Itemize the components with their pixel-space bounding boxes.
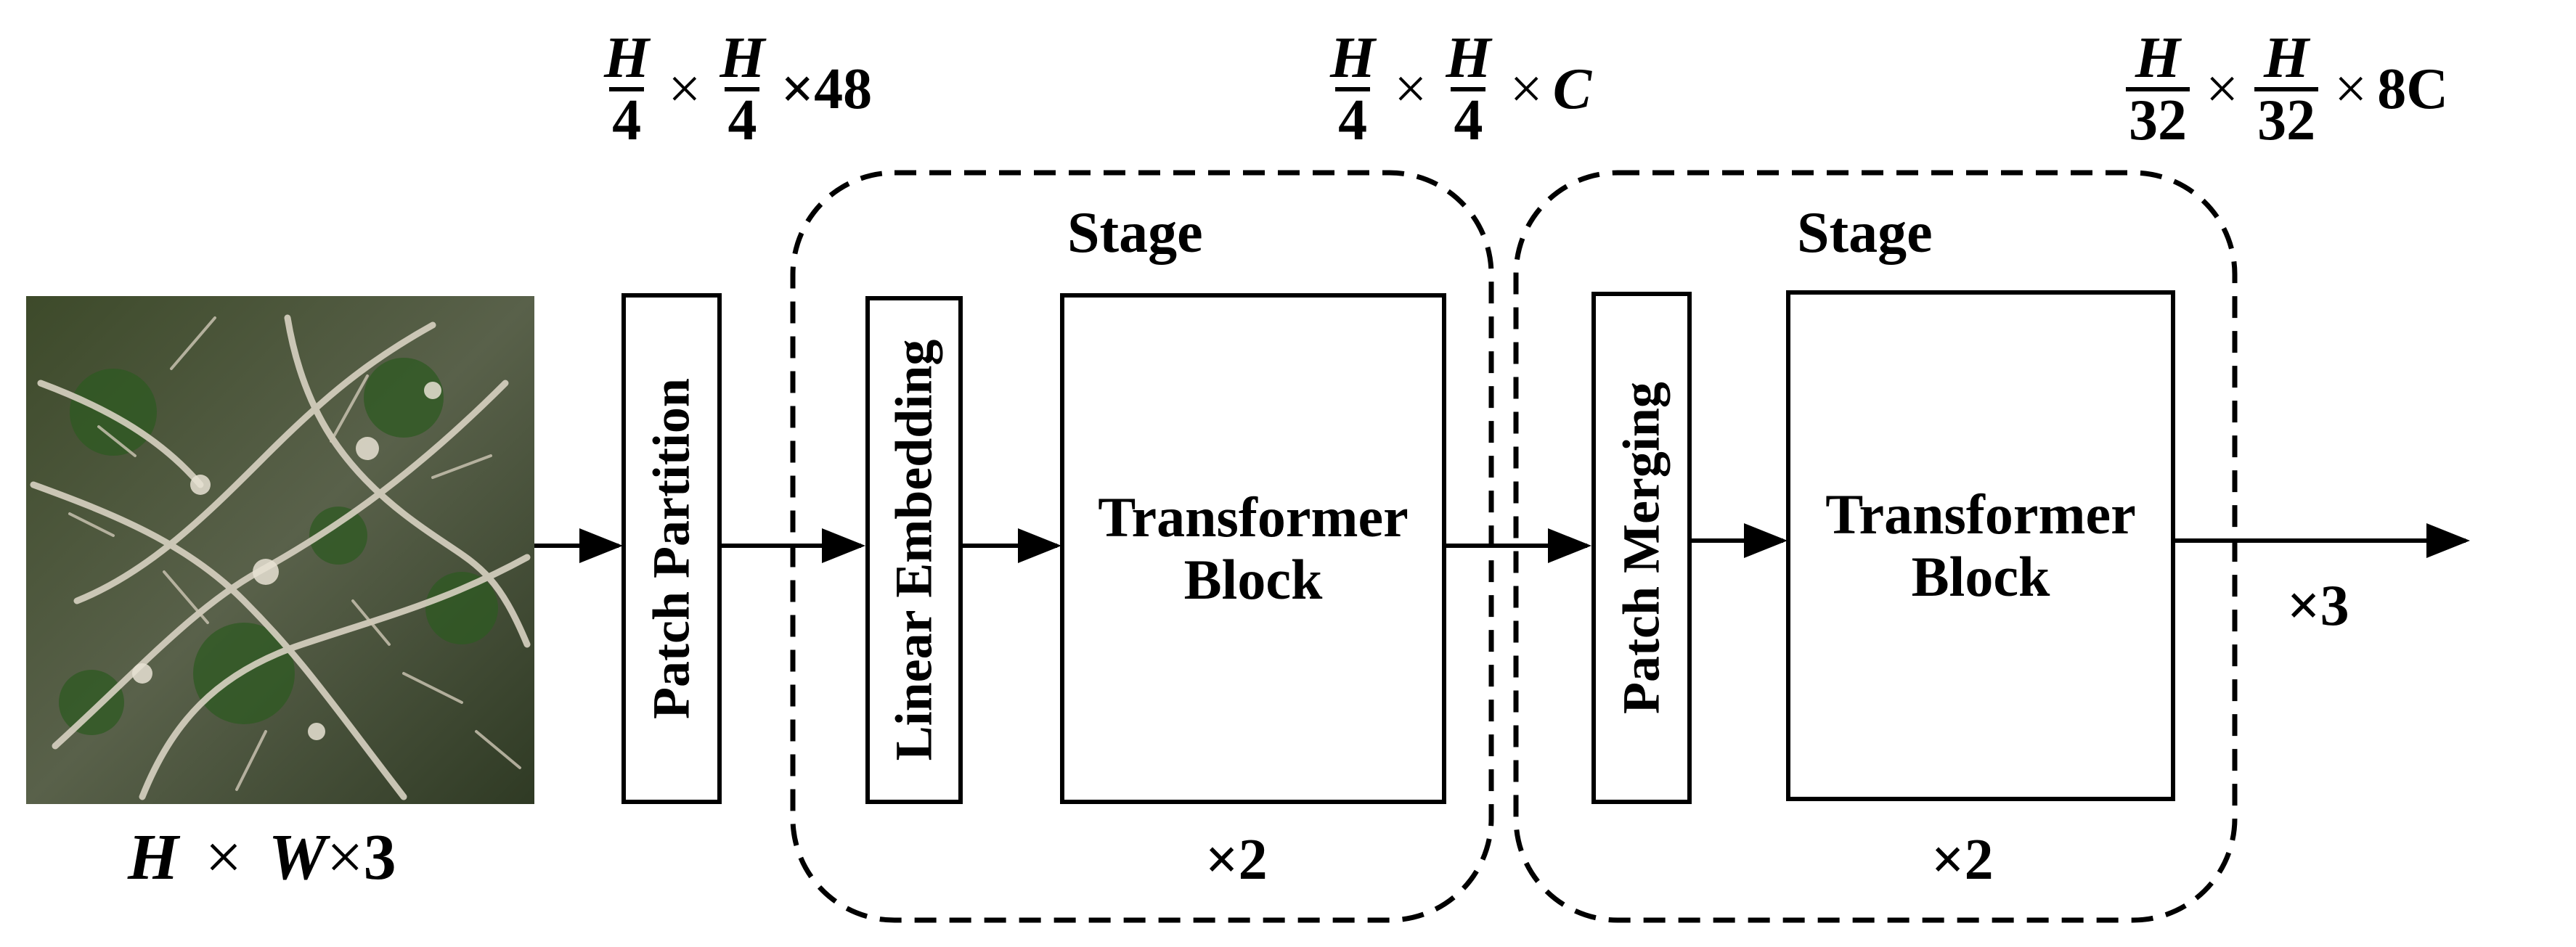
dim-channels: 3 xyxy=(363,821,396,893)
stage-1-title: Stage xyxy=(1067,201,1203,265)
fraction: H 4 xyxy=(604,26,650,152)
linear-embedding-block: Linear Embedding xyxy=(865,296,963,804)
patch-merging-block: Patch Merging xyxy=(1591,292,1692,804)
patch-merging-label: Patch Merging xyxy=(1612,382,1671,714)
stage-2-boundary xyxy=(1513,170,2238,923)
transformer-label-line2: Block xyxy=(1183,548,1323,611)
fraction: H 32 xyxy=(2126,29,2190,149)
input-dimensions: H × W×3 xyxy=(128,820,396,895)
channels-c: C xyxy=(1552,57,1592,121)
transformer-block-2: Transformer Block xyxy=(1786,290,2175,801)
patch-partition-label: Patch Partition xyxy=(642,378,701,719)
dim-h: H xyxy=(128,821,179,893)
dim-w: W xyxy=(268,821,327,893)
stage-1-repeat: ×2 xyxy=(1205,828,1268,892)
fraction: H 4 xyxy=(1446,26,1491,152)
output-repeat: ×3 xyxy=(2287,574,2349,638)
patch-partition-block: Patch Partition xyxy=(621,293,722,804)
dimension-after-partition: H 4 × H 4 ×48 xyxy=(595,29,872,149)
transformer-label-line2: Block xyxy=(1911,545,2050,608)
dim-times: × xyxy=(205,821,242,893)
dimension-after-stage-2: H 32 × H 32 × 8C xyxy=(2120,29,2448,149)
dimension-tail: ×48 xyxy=(780,57,873,121)
fraction: H 4 xyxy=(1330,26,1376,152)
input-image xyxy=(26,296,534,804)
dimension-tail: 8C xyxy=(2377,57,2449,121)
transformer-block-1: Transformer Block xyxy=(1060,293,1446,804)
stage-2-title: Stage xyxy=(1797,201,1933,265)
stage-2-repeat: ×2 xyxy=(1931,828,1994,892)
fraction: H 32 xyxy=(2254,29,2319,149)
linear-embedding-label: Linear Embedding xyxy=(884,339,943,761)
transformer-block-2-label: Transformer Block xyxy=(1790,483,2171,608)
dim-times: × xyxy=(326,821,364,893)
dimension-after-stage-1: H 4 × H 4 × C xyxy=(1321,29,1591,149)
transformer-block-1-label: Transformer Block xyxy=(1064,486,1442,611)
fraction: H 4 xyxy=(720,26,765,152)
transformer-label-line1: Transformer xyxy=(1098,485,1409,549)
transformer-label-line1: Transformer xyxy=(1825,483,2136,546)
